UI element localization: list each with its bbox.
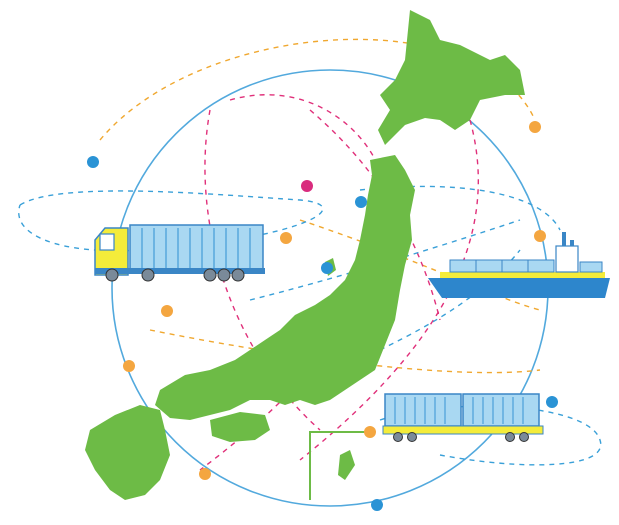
route-blue-mid <box>249 219 521 301</box>
dot-orange <box>529 121 541 133</box>
dot-blue <box>546 396 558 408</box>
freight-train-icon <box>382 393 544 442</box>
dot-orange <box>123 360 135 372</box>
dot-blue <box>87 156 99 168</box>
route-magenta-cross <box>309 109 441 321</box>
dot-orange <box>534 230 546 242</box>
route-dots <box>87 121 558 511</box>
dot-blue <box>321 262 333 274</box>
dot-orange <box>199 468 211 480</box>
shikoku <box>210 412 270 442</box>
dot-orange <box>364 426 376 438</box>
kyushu <box>85 405 170 500</box>
dot-magenta <box>301 180 313 192</box>
honshu <box>155 155 415 420</box>
truck-icon <box>94 224 265 282</box>
dot-orange <box>161 305 173 317</box>
japan-land <box>85 10 525 500</box>
dot-orange <box>280 232 292 244</box>
cargo-ship-icon <box>428 232 610 298</box>
okinawa-inset-frame <box>309 431 375 500</box>
hokkaido <box>378 10 525 145</box>
okinawa-island <box>338 450 355 480</box>
dot-blue <box>371 499 383 511</box>
dot-blue <box>355 196 367 208</box>
